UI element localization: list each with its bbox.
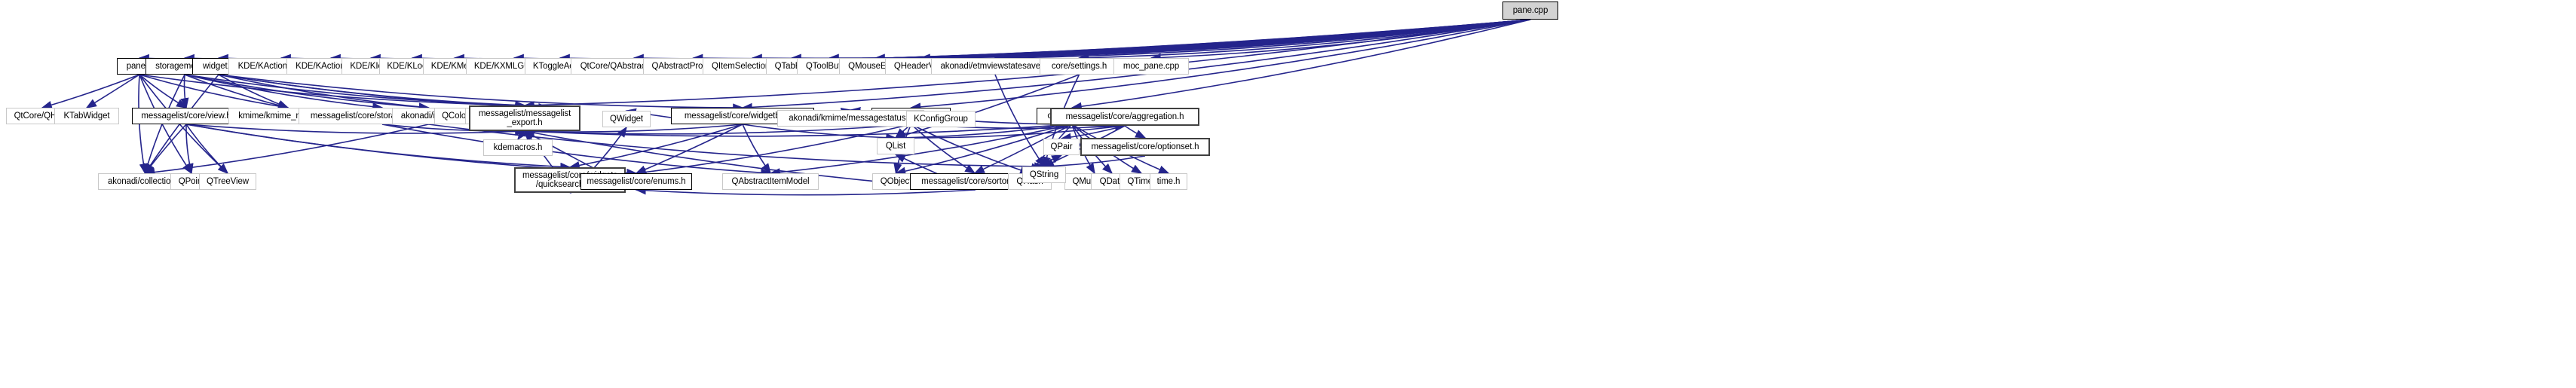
edge-storagemodelbase-h-to-messagelist-export-h [381, 124, 526, 136]
edge-pane-cpp-to-core-manager-h [909, 19, 1531, 112]
graph-node-qwidget[interactable]: QWidget [602, 111, 651, 127]
edge-storagemodel-h-to-akonadi-item-h [184, 74, 430, 112]
graph-node-messagelist-export-h[interactable]: messagelist/messagelist _export.h [469, 105, 580, 131]
edge-core-aggregation-h-to-qpair [1060, 125, 1126, 142]
edge-core-model-h-to-qobject [894, 124, 1073, 176]
edge-core-view-h-to-messagelist-export-h [185, 124, 526, 136]
graph-node-pane-cpp[interactable]: pane.cpp [1502, 2, 1558, 20]
graph-node-etmviewstatesaver[interactable]: akonadi/etmviewstatesaver.h [931, 58, 1059, 75]
edge-core-model-h-to-qabstractitemmodel [769, 124, 1073, 177]
graph-node-kconfiggroup[interactable]: KConfigGroup [906, 111, 976, 127]
graph-node-qtreeview[interactable]: QTreeView [199, 173, 256, 190]
graph-node-kdemacros-h[interactable]: kdemacros.h [483, 139, 553, 156]
graph-node-core-sortorder-h[interactable]: messagelist/core/sortorder.h [910, 173, 1040, 190]
edge-core-model-h-to-core-sortorder-h [973, 124, 1073, 174]
graph-node-qobject[interactable]: QObject [872, 173, 920, 190]
edge-core-view-h-to-qtreeview [185, 124, 229, 175]
graph-node-qstring[interactable]: QString [1022, 167, 1066, 183]
edge-core-view-h-to-qpoint [185, 124, 194, 175]
graph-node-akonadi-collection-h[interactable]: akonadi/collection.h [98, 173, 192, 190]
edge-widget-h-to-akonadi-collection-h [144, 74, 219, 175]
graph-node-qpair[interactable]: QPair [1043, 139, 1080, 155]
edge-pane-cpp-to-kactioncollection [280, 19, 1531, 63]
edge-widgetbase-h-to-quicksearchline-h [568, 124, 743, 170]
edge-core-sortorder-h-to-core-enums-h [635, 186, 976, 196]
edge-etmviewstatesaver-to-qstring [994, 74, 1045, 168]
edge-pane-h-to-kmime-message-h [139, 74, 289, 111]
edge-storagemodel-h-to-storagemodelbase-h [184, 74, 384, 112]
graph-node-moc-pane-cpp[interactable]: moc_pane.cpp [1113, 58, 1189, 75]
edge-messagelist-export-h-to-kdemacros-h [517, 129, 528, 141]
graph-node-messagestatus-h[interactable]: akonadi/kmime/messagestatus.h [777, 110, 924, 127]
edge-core-model-h-to-messagelist-export-h [523, 124, 1073, 137]
edge-core-view-h-to-quicksearchline-h [185, 124, 571, 171]
graph-node-qlist[interactable]: QList [877, 138, 914, 154]
graph-node-qabstractitemmodel[interactable]: QAbstractItemModel [722, 173, 819, 190]
edge-widgetbase-h-to-qabstractitemmodel [742, 124, 771, 175]
edge-core-manager-h-to-qhash [911, 124, 1031, 175]
edge-pane-h-to-qpoint [139, 74, 192, 175]
edge-storagemodel-h-to-core-view-h [180, 74, 189, 109]
edge-widgetbase-h-to-core-enums-h [635, 124, 743, 174]
edge-pane-cpp-to-etmviewstatesaver [994, 19, 1531, 63]
graph-node-core-optionset-h[interactable]: messagelist/core/optionset.h [1080, 138, 1210, 156]
edge-widget-h-to-widgetbase-h [218, 74, 744, 112]
edge-pane-cpp-to-widgetbase-h [741, 19, 1531, 112]
graph-node-time-h[interactable]: time.h [1150, 173, 1187, 190]
edge-pane-cpp-to-messagelist-export-h [523, 19, 1531, 110]
edge-core-aggregation-h-to-core-optionset-h [1124, 125, 1147, 139]
graph-node-ktabwidget[interactable]: KTabWidget [54, 108, 119, 124]
edge-core-optionset-h-to-qstring [1043, 155, 1146, 171]
graph-node-core-aggregation-h[interactable]: messagelist/core/aggregation.h [1050, 108, 1199, 126]
edge-widget-h-to-akonadi-item-h [218, 74, 430, 112]
edge-core-aggregation-h-to-qlist [894, 125, 1126, 142]
edge-pane-h-to-ktabwidget [85, 74, 140, 108]
edge-akonadi-item-h-to-akonadi-collection-h [143, 124, 429, 177]
edge-widgetbase-h-to-qlist [742, 124, 897, 142]
graph-node-core-enums-h[interactable]: messagelist/core/enums.h [580, 173, 692, 190]
edge-pane-cpp-to-core-model-h [1071, 19, 1531, 111]
edge-pane-cpp-to-qheaderview [919, 19, 1531, 63]
graph-node-core-view-h[interactable]: messagelist/core/view.h [132, 108, 240, 124]
edge-storagemodelbase-h-to-qabstractitemmodel [381, 124, 772, 177]
edge-akonadi-item-h-to-qstring [428, 124, 1046, 171]
edge-core-manager-h-to-core-enums-h [635, 124, 911, 177]
edge-storagemodel-h-to-akonadi-collection-h [143, 74, 185, 175]
edge-core-settings-h-to-qlist [894, 74, 1080, 139]
graph-node-core-settings-h[interactable]: core/settings.h [1040, 58, 1119, 75]
edge-storagemodel-h-to-kmime-message-h [184, 74, 289, 110]
edge-widget-h-to-kmime-message-h [218, 74, 289, 108]
edge-pane-h-to-qhash-qtcore [41, 74, 140, 109]
